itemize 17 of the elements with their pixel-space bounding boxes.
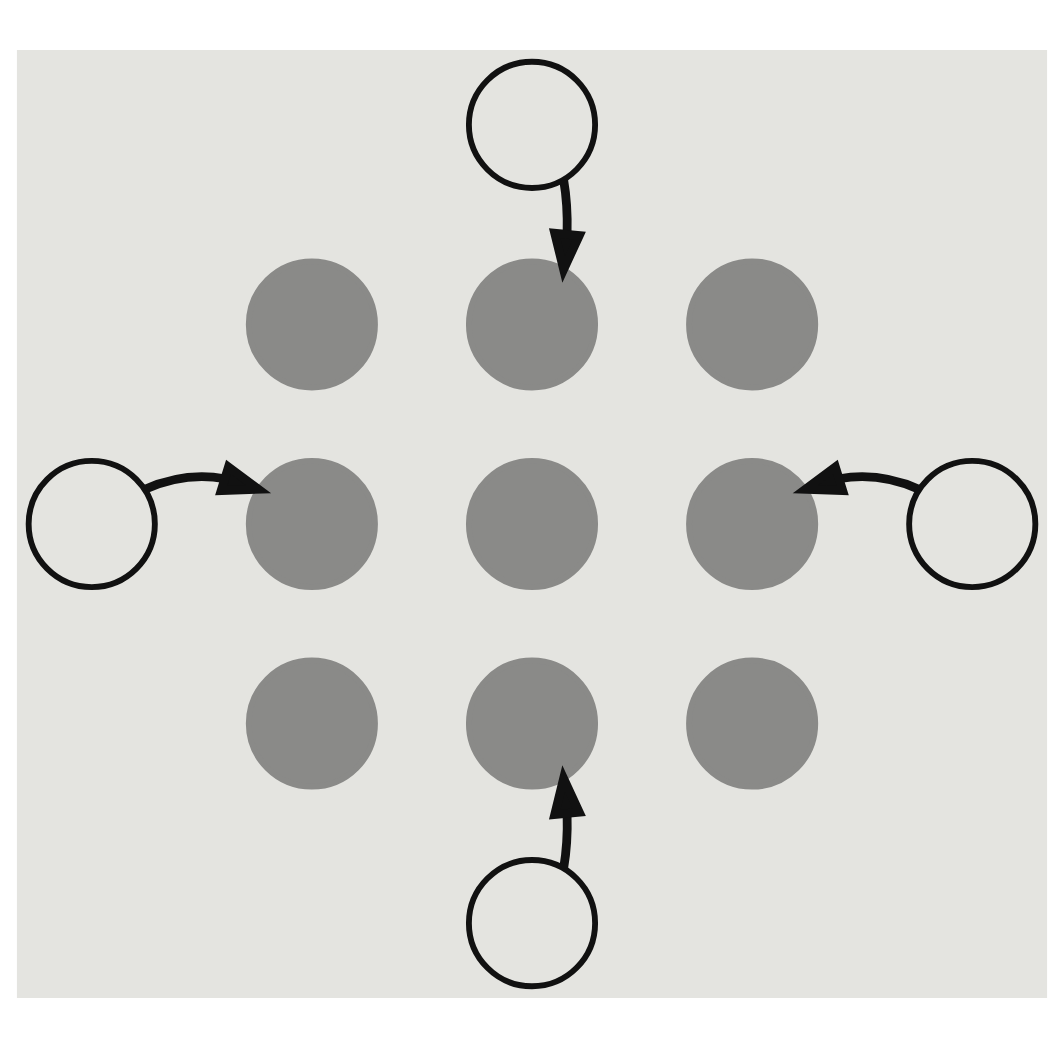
node-circle bbox=[25, 456, 158, 590]
node-circle bbox=[686, 257, 819, 390]
node-circle bbox=[465, 856, 599, 989]
node-circle bbox=[686, 456, 819, 590]
node-circle bbox=[465, 257, 599, 390]
arrow bbox=[143, 458, 272, 495]
arrow bbox=[548, 178, 586, 282]
node-circle bbox=[906, 456, 1039, 590]
arrow bbox=[548, 764, 586, 868]
node-circle bbox=[465, 456, 599, 590]
node-circle bbox=[465, 656, 599, 789]
node-circle bbox=[245, 257, 378, 390]
node-circle bbox=[245, 656, 378, 789]
arrow bbox=[792, 458, 921, 495]
node-circle bbox=[465, 57, 599, 190]
node-circle bbox=[686, 656, 819, 789]
node-circle bbox=[245, 456, 378, 590]
